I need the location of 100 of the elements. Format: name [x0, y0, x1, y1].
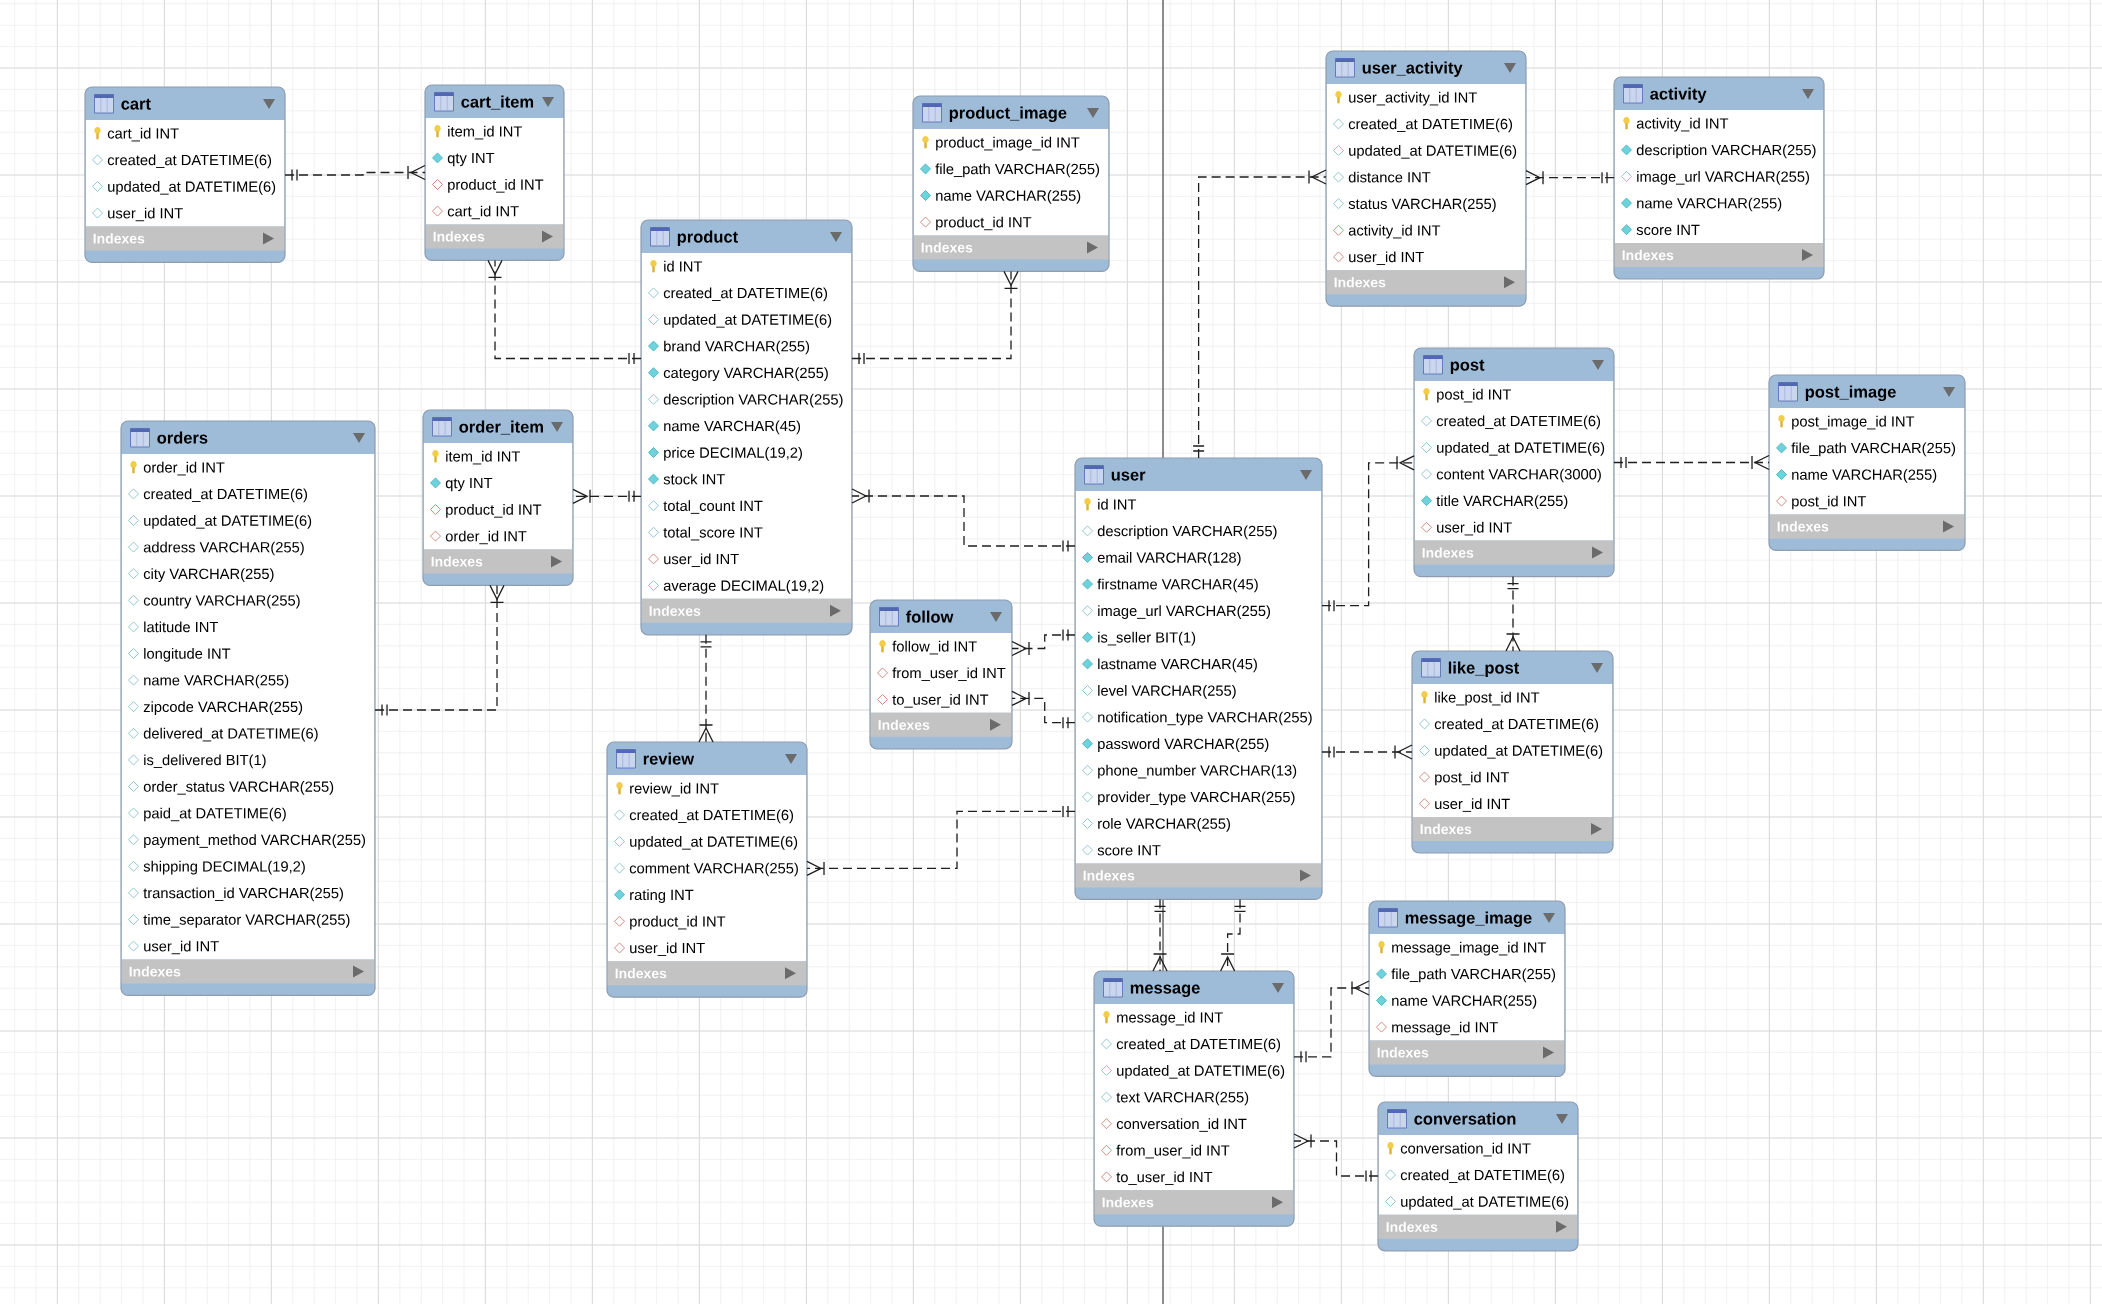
table-name: like_post [1448, 661, 1520, 677]
column-entry: rating INT [630, 889, 694, 903]
column-entry: email VARCHAR(128) [1097, 552, 1241, 566]
column-entry: address VARCHAR(255) [143, 541, 304, 556]
relationship-line [1293, 980, 1370, 1063]
relationship-line [851, 488, 1076, 553]
column-entry: password VARCHAR(255) [1098, 738, 1269, 752]
column-entry: content VARCHAR(3000) [1436, 468, 1601, 483]
column-entry: paid_at DATETIME(6) [144, 807, 286, 822]
column-entry: product_id INT [630, 915, 726, 930]
relationship-line [806, 805, 1076, 877]
column-entry: updated_at DATETIME(6) [1435, 745, 1603, 759]
column-entry: description VARCHAR(255) [1097, 525, 1277, 540]
relationship-line [1011, 628, 1076, 657]
column-entry: name VARCHAR(255) [936, 190, 1081, 204]
column-entry: time_separator VARCHAR(255) [143, 914, 350, 928]
column-entry: price DECIMAL(19,2) [664, 447, 802, 461]
indexes-bar: Indexes [1614, 243, 1824, 267]
column-entry: review_id INT [630, 782, 719, 797]
column-entry: from_user_id INT [892, 667, 1006, 681]
column-entry: updated_at DATETIME(6) [1437, 442, 1605, 456]
column-entry: order_id INT [445, 530, 527, 545]
column-entry: created_at DATETIME(6) [629, 809, 794, 824]
column-entry: like_post_id INT [1435, 691, 1540, 706]
table-name: product_image [949, 106, 1067, 122]
column-entry: id INT [664, 260, 703, 272]
table-name: orders [157, 431, 208, 444]
column-entry: country VARCHAR(255) [143, 594, 300, 609]
column-entry: provider_type VARCHAR(255) [1098, 791, 1295, 806]
column-entry: name VARCHAR(255) [1637, 197, 1782, 212]
column-entry: file_path VARCHAR(255) [1391, 968, 1556, 983]
column-entry: stock INT [663, 473, 725, 485]
column-entry: qty INT [447, 153, 495, 167]
column-entry: role VARCHAR(255) [1098, 818, 1230, 832]
column-entry: order_id INT [143, 461, 225, 476]
column-entry: message_id INT [1117, 1011, 1223, 1026]
column-entry: is_delivered BIT(1) [144, 754, 266, 769]
column-entry: id INT [1098, 498, 1137, 510]
column-entry: longitude INT [144, 648, 231, 662]
indexes-bar: Indexes [121, 959, 375, 984]
column-entry: created_at DATETIME(6) [143, 488, 308, 503]
relationship-line [284, 164, 426, 182]
column-entry: name VARCHAR(255) [144, 674, 289, 689]
column-entry: cart_id INT [107, 127, 179, 142]
column-entry: user_id INT [630, 942, 705, 956]
column-entry: delivered_at DATETIME(6) [143, 727, 318, 742]
column-entry: product_id INT [936, 216, 1032, 231]
column-entry: city VARCHAR(255) [143, 568, 274, 582]
relationship-line [1505, 575, 1521, 652]
column-entry: score INT [1097, 845, 1161, 856]
relationship-line [374, 584, 505, 717]
column-entry: phone_number VARCHAR(13) [1098, 764, 1297, 779]
relationship-line [1219, 898, 1247, 972]
column-entry: created_at DATETIME(6) [1116, 1038, 1281, 1053]
column-entry: score INT [1636, 224, 1700, 236]
relationship-line [1525, 170, 1615, 186]
indexes-bar: Indexes [1769, 514, 1965, 539]
relationship-line [1613, 454, 1770, 471]
indexes-bar: Indexes [423, 549, 573, 574]
indexes-bar: Indexes [1094, 1190, 1294, 1215]
indexes-bar: Indexes [913, 235, 1109, 260]
column-entry: post_id INT [1435, 771, 1509, 786]
column-entry: product_id INT [448, 179, 544, 193]
relationship-line [1293, 1133, 1379, 1183]
table-name: message [1130, 984, 1200, 997]
column-entry: description VARCHAR(255) [663, 393, 843, 408]
table-name: cart_item [461, 95, 534, 110]
relationship-line [1321, 455, 1415, 612]
column-entry: created_at DATETIME(6) [107, 154, 272, 169]
column-entry: user_id INT [1349, 251, 1424, 265]
column-entry: updated_at DATETIME(6) [1117, 1065, 1285, 1079]
table-name: user [1111, 471, 1146, 481]
column-entry: title VARCHAR(255) [1436, 495, 1568, 509]
column-entry: zipcode VARCHAR(255) [143, 701, 303, 715]
column-entry: category VARCHAR(255) [663, 367, 828, 381]
indexes-bar: Indexes [1412, 817, 1613, 841]
column-entry: conversation_id INT [1116, 1118, 1247, 1132]
table-name: cart [121, 98, 151, 110]
column-entry: to_user_id INT [1116, 1171, 1213, 1185]
column-entry: name VARCHAR(45) [664, 420, 801, 435]
column-entry: is_seller BIT(1) [1098, 631, 1196, 646]
column-entry: comment VARCHAR(255) [629, 862, 798, 877]
relationship-line [1321, 744, 1413, 760]
table-name: follow [906, 610, 954, 623]
column-entry: image_url VARCHAR(255) [1098, 605, 1270, 619]
indexes-bar: Indexes [607, 961, 807, 986]
table-name: activity [1650, 87, 1707, 103]
column-entry: firstname VARCHAR(45) [1097, 578, 1258, 593]
column-entry: from_user_id INT [1116, 1144, 1230, 1159]
indexes-bar: Indexes [641, 598, 852, 623]
table-name: user_activity [1362, 61, 1463, 77]
column-entry: updated_at DATETIME(6) [108, 181, 276, 195]
table-name: order_item [459, 420, 543, 435]
column-entry: updated_at DATETIME(6) [1349, 145, 1517, 159]
column-entry: file_path VARCHAR(255) [1791, 442, 1956, 457]
column-entry: user_id INT [1437, 521, 1512, 536]
column-entry: notification_type VARCHAR(255) [1098, 711, 1312, 726]
column-entry: status VARCHAR(255) [1348, 198, 1496, 212]
column-entry: level VARCHAR(255) [1098, 685, 1236, 699]
column-entry: total_score INT [663, 526, 763, 541]
